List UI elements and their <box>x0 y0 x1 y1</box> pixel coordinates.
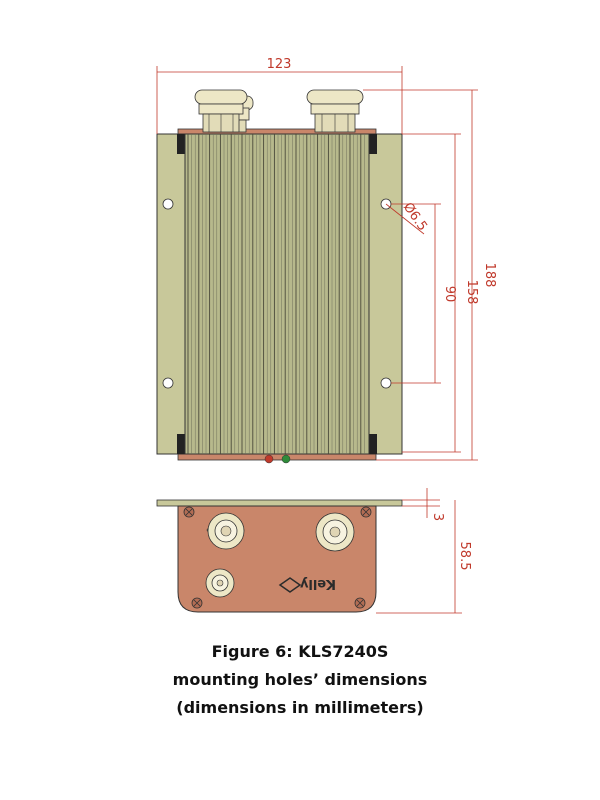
green-led <box>281 454 291 464</box>
end-view-dimension-lines <box>376 488 462 614</box>
screw <box>191 597 203 609</box>
dim-hole-spacing-label: 90 <box>442 286 457 303</box>
base-plate <box>156 499 403 507</box>
cable-gland-left-front <box>194 89 248 133</box>
corner-clip <box>369 434 377 454</box>
caption-line-3: (dimensions in millimeters) <box>176 698 424 717</box>
dim-hole-diameter-label: Ø6.5 <box>400 200 430 234</box>
top-view-dimension-lines <box>156 66 478 461</box>
kelly-logo-text: Kelly <box>299 576 336 591</box>
mounting-hole <box>380 377 392 389</box>
screw <box>183 506 195 518</box>
kelly-logo: Kelly <box>278 576 336 593</box>
cable-gland-right <box>306 89 364 133</box>
heatsink-fins <box>187 134 365 454</box>
kelly-diamond-icon <box>278 577 302 593</box>
mounting-hole <box>162 377 174 389</box>
end-view: Kelly <box>156 499 403 613</box>
heatsink-body <box>184 133 370 455</box>
corner-clip <box>177 134 185 154</box>
dim-width-label: 123 <box>267 57 292 72</box>
dim-plate-thickness-label: 3 <box>430 513 445 521</box>
dim-height-total-label: 188 <box>482 263 497 288</box>
cable-gland-large-left <box>206 512 245 550</box>
caption-line-1: Figure 6: KLS7240S <box>211 642 389 661</box>
cable-gland-large-right <box>315 512 355 552</box>
caption-line-2: mounting holes’ dimensions <box>172 670 428 689</box>
corner-clip <box>177 434 185 454</box>
screw <box>360 506 372 518</box>
red-led <box>264 454 274 464</box>
cable-gland-small <box>205 568 235 598</box>
mounting-hole <box>162 198 174 210</box>
dim-height-body-label: 158 <box>464 280 479 305</box>
dim-depth-label: 58.5 <box>457 542 472 571</box>
corner-clip <box>369 134 377 154</box>
screw <box>354 597 366 609</box>
top-view <box>156 89 403 464</box>
